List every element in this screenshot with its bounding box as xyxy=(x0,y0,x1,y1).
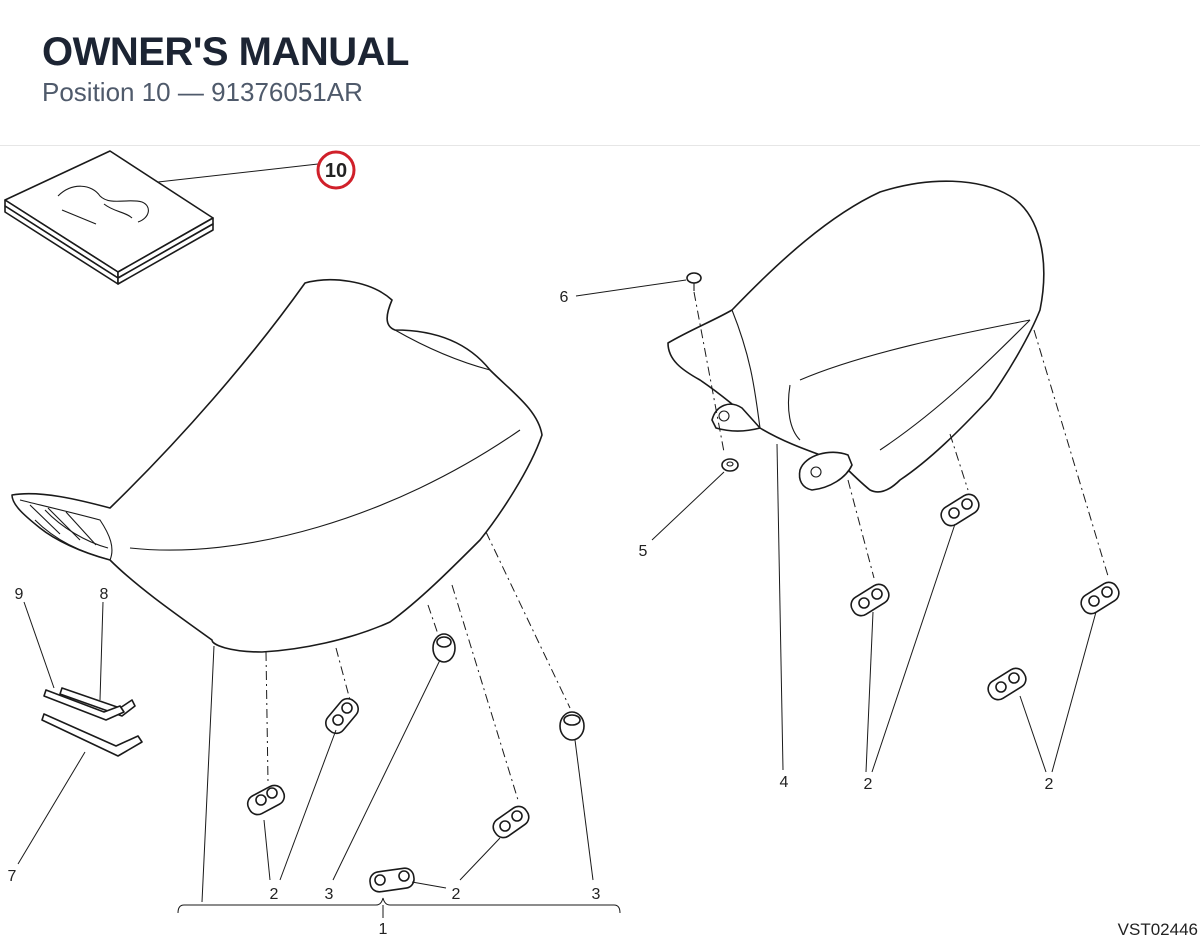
passenger-seat xyxy=(667,180,1045,493)
manual-booklet xyxy=(4,150,214,285)
grommet xyxy=(559,711,585,741)
label-3: 3 xyxy=(592,886,601,903)
rubber-pad xyxy=(325,697,359,735)
label-2: 2 xyxy=(1045,776,1054,793)
label-3: 3 xyxy=(325,886,334,903)
label-2: 2 xyxy=(270,886,279,903)
rubber-pad xyxy=(246,784,286,816)
page-title: OWNER'S MANUAL xyxy=(42,30,409,74)
hex-keys xyxy=(41,687,143,757)
callout-10: 10 xyxy=(316,150,356,190)
label-8: 8 xyxy=(100,586,109,603)
diagram-svg: 10 xyxy=(4,150,1198,939)
grommet xyxy=(432,633,456,663)
drawing-reference: VST02446 xyxy=(1118,920,1198,939)
callout-label: 10 xyxy=(325,160,347,182)
rider-seat xyxy=(11,279,543,653)
seat1-dashed-guides xyxy=(265,531,571,801)
rubber-pad xyxy=(987,667,1027,701)
seat4-dashed-guides xyxy=(693,291,1109,579)
header: OWNER'S MANUAL Position 10 — 91376051AR xyxy=(0,0,1200,146)
label-9: 9 xyxy=(15,586,24,603)
label-2: 2 xyxy=(864,776,873,793)
label-2: 2 xyxy=(452,886,461,903)
page-subtitle: Position 10 — 91376051AR xyxy=(42,77,363,107)
rubber-pad xyxy=(940,493,980,527)
exploded-parts-diagram: 10 xyxy=(0,146,1200,940)
label-7: 7 xyxy=(8,868,17,885)
rubber-pad xyxy=(492,805,530,839)
rubber-pad xyxy=(369,867,415,893)
label-1: 1 xyxy=(379,921,388,938)
washer xyxy=(721,458,739,472)
rubber-pad xyxy=(850,583,890,617)
label-4: 4 xyxy=(780,774,789,791)
callout-circle xyxy=(316,150,356,190)
screw xyxy=(686,272,702,291)
rubber-pad xyxy=(1080,581,1120,615)
label-5: 5 xyxy=(639,543,648,560)
label-6: 6 xyxy=(560,289,569,306)
